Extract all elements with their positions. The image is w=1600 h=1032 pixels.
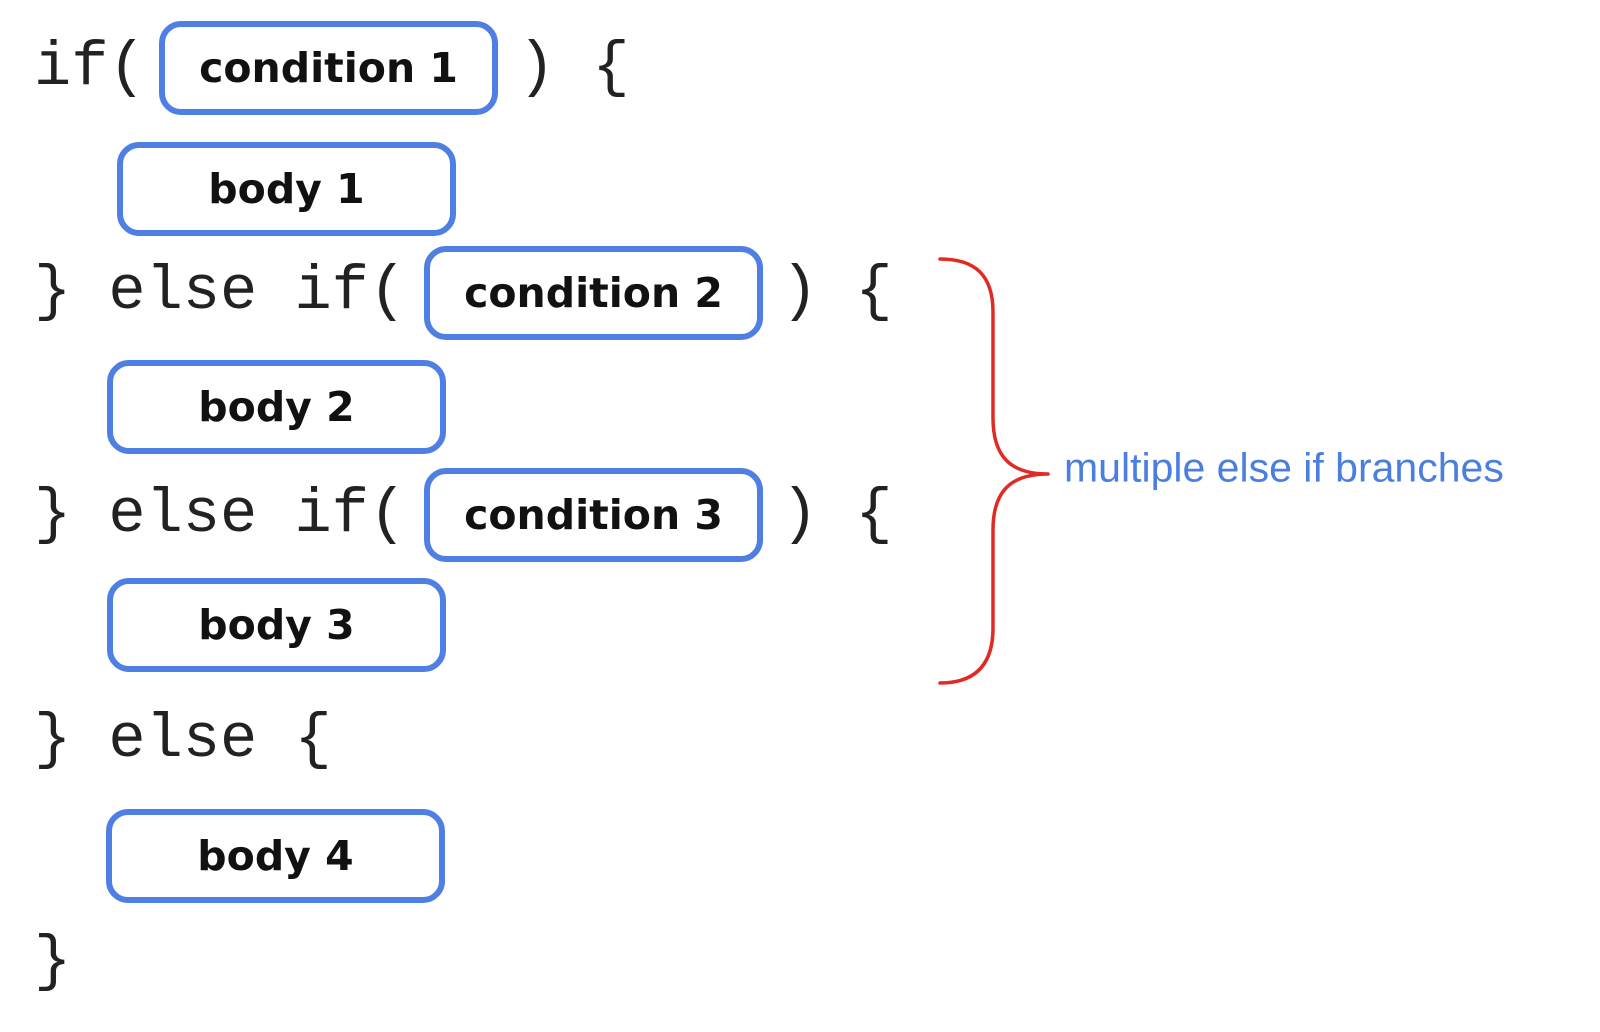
else-if-close-paren-brace-2: ) { bbox=[781, 479, 893, 550]
body-2-box: body 2 bbox=[107, 360, 446, 454]
body-3-box: body 3 bbox=[107, 578, 446, 672]
body-1-box: body 1 bbox=[117, 142, 456, 236]
closing-brace: } bbox=[34, 926, 72, 997]
else-if-keyword-1: } else if( bbox=[34, 256, 407, 327]
condition-1-box: condition 1 bbox=[159, 21, 498, 115]
if-close-paren-brace: ) { bbox=[518, 32, 630, 103]
condition-2-box: condition 2 bbox=[424, 246, 763, 340]
curly-brace-path bbox=[938, 257, 1050, 685]
condition-3-box: condition 3 bbox=[424, 468, 763, 562]
else-keyword: } else { bbox=[34, 704, 332, 775]
annotation-label: multiple else if branches bbox=[1064, 444, 1504, 491]
else-if-close-paren-brace-1: ) { bbox=[781, 256, 893, 327]
body-4-box: body 4 bbox=[106, 809, 445, 903]
if-keyword: if( bbox=[34, 32, 146, 103]
else-if-keyword-2: } else if( bbox=[34, 479, 407, 550]
